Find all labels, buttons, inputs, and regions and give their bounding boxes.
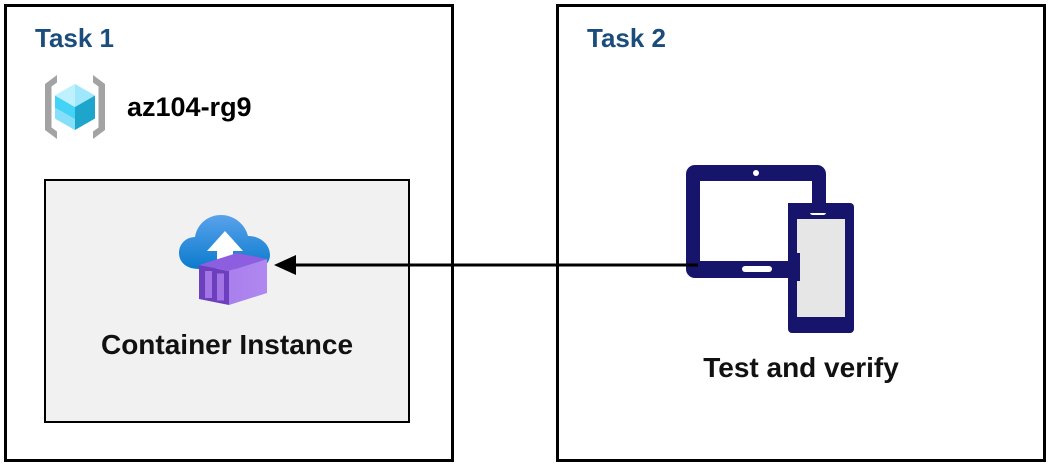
test-and-verify-label: Test and verify xyxy=(703,352,899,383)
container-instance-box: Container Instance xyxy=(44,179,410,423)
resource-group-row: az104-rg9 xyxy=(37,69,252,145)
tablet-and-phone-icon xyxy=(684,163,880,335)
container-instance-icon xyxy=(175,203,279,307)
panel-task-1: Task 1 xyxy=(4,4,454,462)
panel-task-2-title: Task 2 xyxy=(587,23,667,53)
container-instance-label: Container Instance xyxy=(100,329,354,360)
azure-resource-group-icon xyxy=(37,69,113,145)
resource-group-label: az104-rg9 xyxy=(127,91,252,122)
panel-task-1-title: Task 1 xyxy=(35,23,115,53)
